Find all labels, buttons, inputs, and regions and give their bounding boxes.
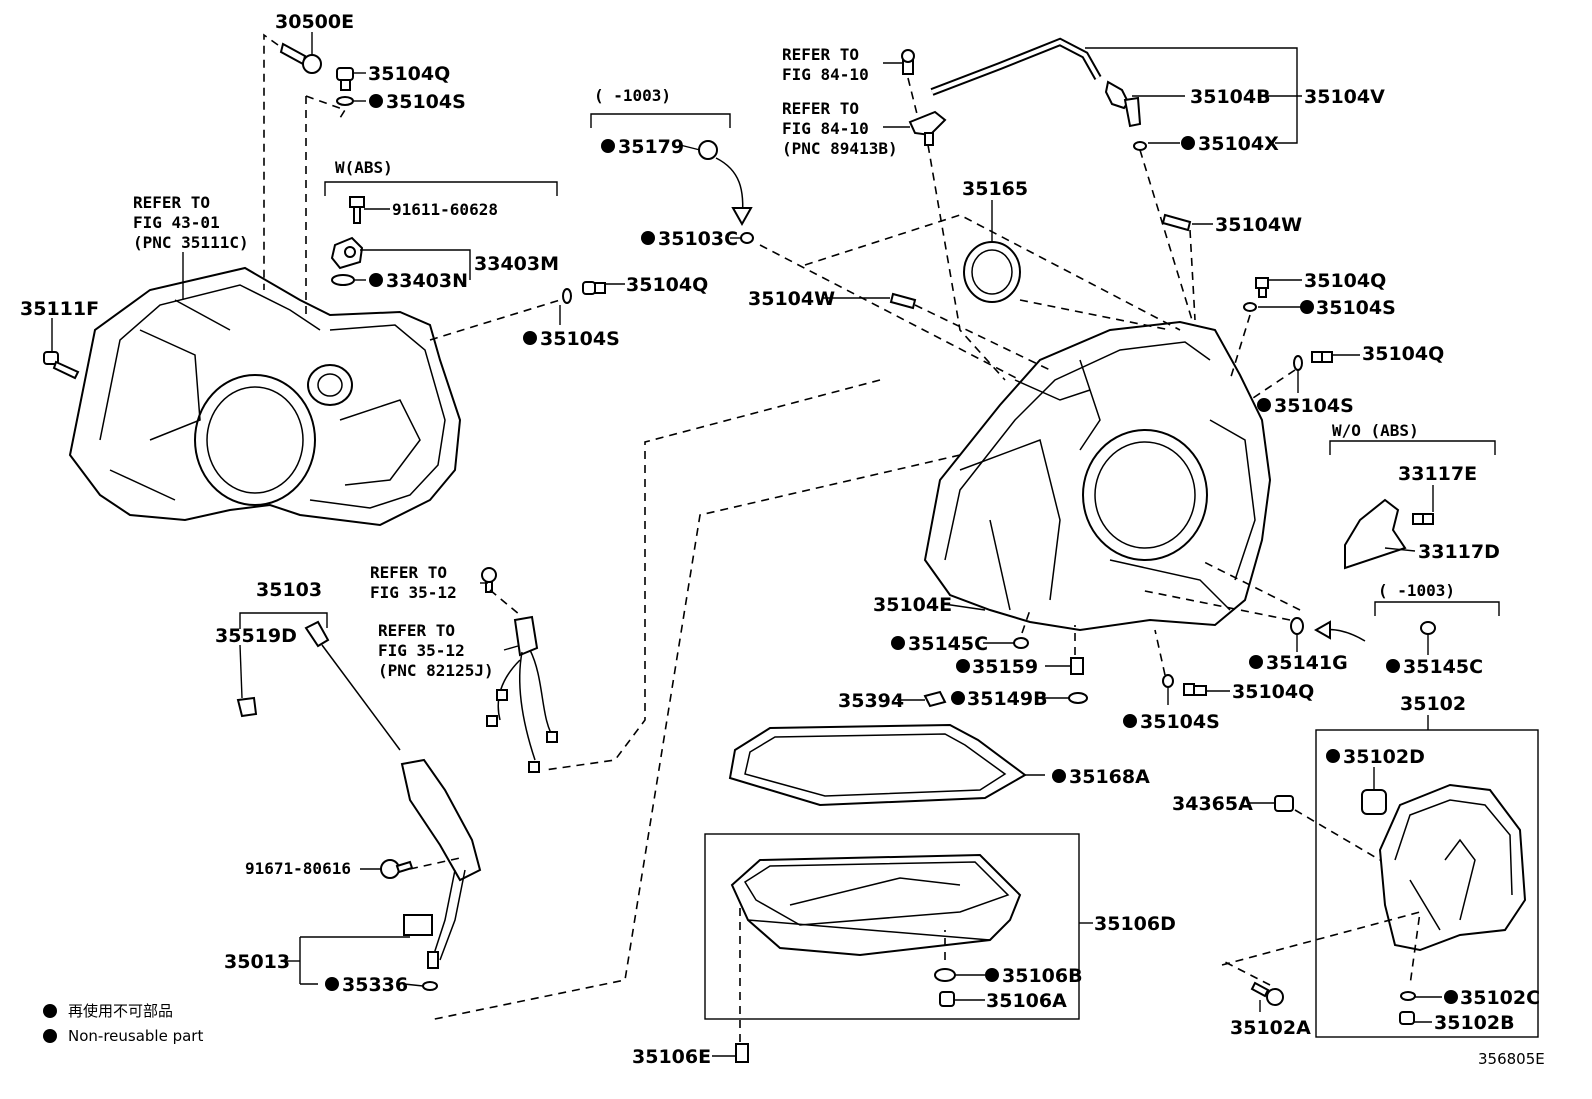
label-35106A: 35106A bbox=[986, 990, 1067, 1012]
label-refer-to: REFER TO bbox=[370, 563, 447, 582]
legend-japanese: 再使用不可部品 bbox=[68, 1002, 173, 1020]
label-35165: 35165 bbox=[962, 178, 1028, 200]
label-35179: 35179 bbox=[618, 136, 684, 158]
label-refer-to: REFER TO bbox=[782, 99, 859, 118]
label-pnc-82125j: (PNC 82125J) bbox=[378, 661, 494, 680]
label-35102D: 35102D bbox=[1343, 746, 1425, 768]
label-35106E: 35106E bbox=[632, 1046, 711, 1068]
non-reusable-markers bbox=[43, 94, 1458, 1043]
label-35104S: 35104S bbox=[1274, 395, 1354, 417]
small-parts bbox=[43, 37, 1436, 1063]
label-range-1003: ( -1003) bbox=[594, 86, 671, 105]
label-33403N: 33403N bbox=[386, 270, 468, 292]
figure-id: 356805E bbox=[1478, 1050, 1545, 1068]
label-35102B: 35102B bbox=[1434, 1012, 1515, 1034]
label-35106D: 35106D bbox=[1094, 913, 1176, 935]
converter-housing-illustration bbox=[68, 266, 462, 527]
label-fig-84-10: FIG 84-10 bbox=[782, 65, 869, 84]
case-cover-illustration bbox=[1361, 783, 1527, 952]
label-35106B: 35106B bbox=[1002, 965, 1083, 987]
label-35394: 35394 bbox=[838, 690, 904, 712]
label-35102A: 35102A bbox=[1230, 1017, 1311, 1039]
legend-english: Non-reusable part bbox=[68, 1027, 203, 1045]
leader-lines bbox=[51, 32, 1500, 1057]
label-35104Q: 35104Q bbox=[626, 274, 708, 296]
label-35103: 35103 bbox=[256, 579, 322, 601]
label-fig-35-12: FIG 35-12 bbox=[370, 583, 457, 602]
label-35168A: 35168A bbox=[1069, 766, 1150, 788]
label-35145C: 35145C bbox=[1403, 656, 1483, 678]
label-35104Q: 35104Q bbox=[1362, 343, 1444, 365]
dashed-leader-lines bbox=[263, 33, 1421, 1042]
label-30500E: 30500E bbox=[275, 11, 354, 33]
label-35104V: 35104V bbox=[1304, 86, 1385, 108]
label-35519D: 35519D bbox=[215, 625, 297, 647]
label-35111F: 35111F bbox=[20, 298, 99, 320]
label-35104S: 35104S bbox=[386, 91, 466, 113]
label-33403M: 33403M bbox=[474, 253, 559, 275]
label-35104Q: 35104Q bbox=[1232, 681, 1314, 703]
label-fig-84-10: FIG 84-10 bbox=[782, 119, 869, 138]
label-33117D: 33117D bbox=[1418, 541, 1500, 563]
label-35104B: 35104B bbox=[1190, 86, 1271, 108]
label-35104Q: 35104Q bbox=[368, 63, 450, 85]
part-labels: 30500E 35104Q 35104S W(ABS) 91611-60628 … bbox=[20, 11, 1545, 1068]
label-pnc-89413b: (PNC 89413B) bbox=[782, 139, 898, 158]
label-91611-60628: 91611-60628 bbox=[392, 200, 498, 219]
label-35104S: 35104S bbox=[1316, 297, 1396, 319]
label-35336: 35336 bbox=[342, 974, 408, 996]
label-refer-to: REFER TO bbox=[782, 45, 859, 64]
label-35104S: 35104S bbox=[1140, 711, 1220, 733]
label-refer-to: REFER TO bbox=[133, 193, 210, 212]
label-35145C: 35145C bbox=[908, 633, 988, 655]
transaxle-case-illustration bbox=[923, 320, 1272, 632]
label-35104W: 35104W bbox=[748, 288, 835, 310]
case-cover-assembly-box bbox=[1315, 729, 1539, 1038]
label-w-abs: W(ABS) bbox=[335, 158, 393, 177]
label-33117E: 33117E bbox=[1398, 463, 1477, 485]
label-fig-43-01: FIG 43-01 bbox=[133, 213, 220, 232]
label-wo-abs: W/O (ABS) bbox=[1332, 421, 1419, 440]
label-35141G: 35141G bbox=[1266, 652, 1348, 674]
label-35013: 35013 bbox=[224, 951, 290, 973]
label-35149B: 35149B bbox=[967, 688, 1048, 710]
label-35103C: 35103C bbox=[658, 228, 738, 250]
label-refer-to: REFER TO bbox=[378, 621, 455, 640]
label-35104X: 35104X bbox=[1198, 133, 1279, 155]
label-35104E: 35104E bbox=[873, 594, 952, 616]
label-35104S: 35104S bbox=[540, 328, 620, 350]
label-35104Q: 35104Q bbox=[1304, 270, 1386, 292]
label-35102: 35102 bbox=[1400, 693, 1466, 715]
label-91671-80616: 91671-80616 bbox=[245, 859, 351, 878]
oil-pan-illustration bbox=[730, 853, 1022, 957]
label-35102C: 35102C bbox=[1460, 987, 1540, 1009]
label-fig-35-12: FIG 35-12 bbox=[378, 641, 465, 660]
label-35159: 35159 bbox=[972, 656, 1038, 678]
oil-pan-gasket-illustration bbox=[728, 723, 1027, 807]
label-pnc-35111c: (PNC 35111C) bbox=[133, 233, 249, 252]
oil-pan-assembly-box bbox=[704, 833, 1080, 1020]
label-35104W: 35104W bbox=[1215, 214, 1302, 236]
label-34365A: 34365A bbox=[1172, 793, 1253, 815]
label-range-1003: ( -1003) bbox=[1378, 581, 1455, 600]
